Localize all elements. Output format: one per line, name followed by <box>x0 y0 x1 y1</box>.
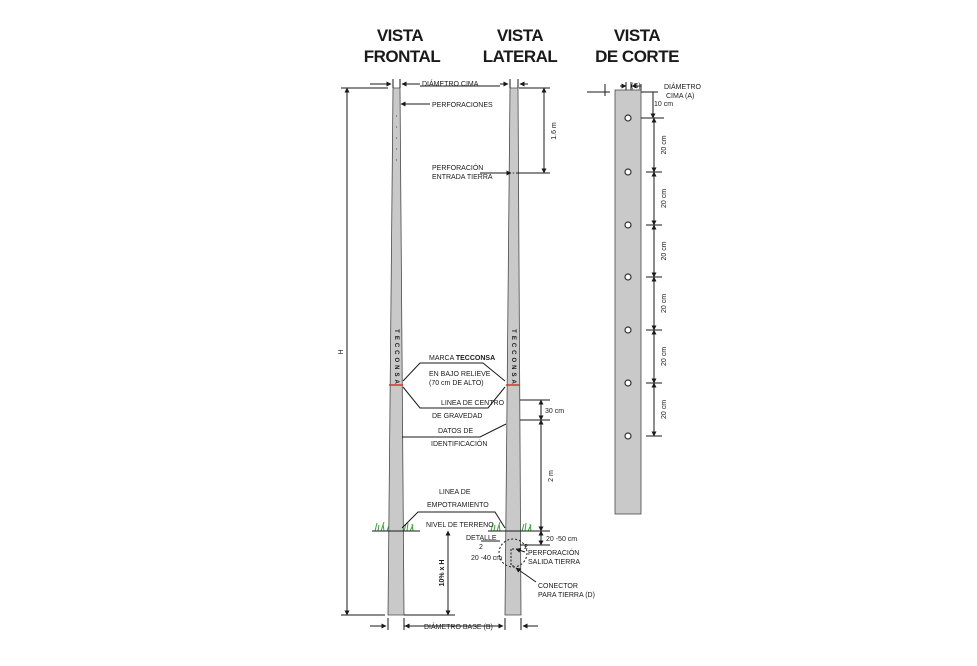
conector-arrow <box>515 567 537 583</box>
frontal-view: TECCONSA H 10% x H DIÁMETRO CIMA PERFORA… <box>338 79 500 631</box>
frontal-perforation-dots <box>395 115 398 161</box>
bajo-relieve-line2: (70 cm DE ALTO) <box>429 380 484 387</box>
diametro-cima-a-line1: DIÁMETRO <box>664 82 702 91</box>
centro-bracket <box>402 386 506 409</box>
perforacion-salida-line2: SALIDA TIERRA <box>528 559 580 566</box>
corte-hole <box>624 273 632 281</box>
diametro-cima-label: DIÁMETRO CIMA <box>422 79 479 88</box>
datos-line1: DATOS DE <box>438 428 473 435</box>
detalle-label: DETALLE <box>466 535 497 542</box>
perforacion-salida-line1: PERFORACIÓN <box>528 548 579 557</box>
detail-number-right: 2 <box>524 544 528 551</box>
title-lateral-line1: VISTA <box>497 26 544 45</box>
lateral-pole <box>504 87 522 616</box>
corte-dimension-label: 20 cm <box>661 347 668 366</box>
datos-leader <box>402 423 507 438</box>
title-corte-line1: VISTA <box>614 26 661 45</box>
linea-centro-line1: LINEA DE CENTRO <box>441 400 505 407</box>
marca-label: MARCA TECCONSA <box>429 355 495 362</box>
corte-hole <box>624 326 632 334</box>
title-frontal-line2: FRONTAL <box>364 47 441 66</box>
corte-dimensions: 20 cm 20 cm 20 cm 20 cm 20 cm 20 cm <box>646 117 668 437</box>
c-label: (C) <box>631 83 641 90</box>
corte-holes <box>624 114 632 440</box>
frontal-grass <box>374 521 414 532</box>
d2m-label: 2 m <box>548 470 555 482</box>
empotramiento-line1: LINEA DE <box>439 489 471 496</box>
corte-hole <box>624 379 632 387</box>
connector-point <box>512 565 514 567</box>
corte-dimension-label: 20 cm <box>661 241 668 260</box>
annotations: MARCA TECCONSA EN BAJO RELIEVE (70 cm DE… <box>401 355 507 529</box>
conector-line2: PARA TIERRA (D) <box>538 592 595 599</box>
lateral-view: TECCONSA 1.6 m 30 cm 2 m 20 -50 cm 2 2 D… <box>432 79 595 630</box>
marca-brand: TECCONSA <box>456 355 495 362</box>
corte-pole <box>614 89 642 515</box>
bajo-relieve-line1: EN BAJO RELIEVE <box>429 371 491 378</box>
diametro-cima-a-line2: CIMA (A) <box>666 93 694 100</box>
exit-perforation <box>512 548 514 550</box>
title-frontal-line1: VISTA <box>377 26 424 45</box>
corte-hole <box>624 168 632 176</box>
perforacion-entrada-line1: PERFORACIÓN <box>432 163 483 172</box>
detail-number-left: 2 <box>479 544 483 551</box>
linea-centro-line2: DE GRAVEDAD <box>432 413 482 420</box>
perforacion-entrada-line2: ENTRADA TIERRA <box>432 174 493 181</box>
pct-dimension-label: 10% x H <box>439 560 446 587</box>
corte-dimension-label: 20 cm <box>661 294 668 313</box>
d2040-label: 20 -40 cm <box>471 555 502 562</box>
title-corte-line2: DE CORTE <box>595 47 679 66</box>
corte-dimension-label: 20 cm <box>661 400 668 419</box>
conector-line1: CONECTOR <box>538 583 578 590</box>
marca-bracket <box>402 362 506 382</box>
title-lateral-line2: LATERAL <box>483 47 558 66</box>
salida-arrow <box>515 548 526 553</box>
empotramiento-line2: EMPOTRAMIENTO <box>427 502 489 509</box>
corte-dimension-label: 20 cm <box>661 135 668 154</box>
h-dimension-label: H <box>338 349 345 354</box>
lateral-brand-vertical: TECCONSA <box>510 329 516 387</box>
d2050-label: 20 -50 cm <box>546 536 577 543</box>
corte-hole <box>624 114 632 122</box>
lateral-entry-perforation <box>512 172 515 174</box>
marca-prefix: MARCA <box>429 355 456 362</box>
frontal-brand-vertical: TECCONSA <box>393 329 399 387</box>
d10-label: 10 cm <box>654 101 673 108</box>
datos-line2: IDENTIFICACIÓN <box>431 439 487 448</box>
d16-label: 1.6 m <box>551 122 558 140</box>
perforaciones-label: PERFORACIONES <box>432 102 493 109</box>
d30-label: 30 cm <box>545 408 564 415</box>
corte-hole <box>624 432 632 440</box>
lateral-grass <box>490 521 532 532</box>
empotramiento-bracket <box>401 511 506 529</box>
nivel-terreno-label: NIVEL DE TERRENO <box>426 522 494 529</box>
corte-dimension-label: 20 cm <box>661 189 668 208</box>
corte-hole <box>624 221 632 229</box>
